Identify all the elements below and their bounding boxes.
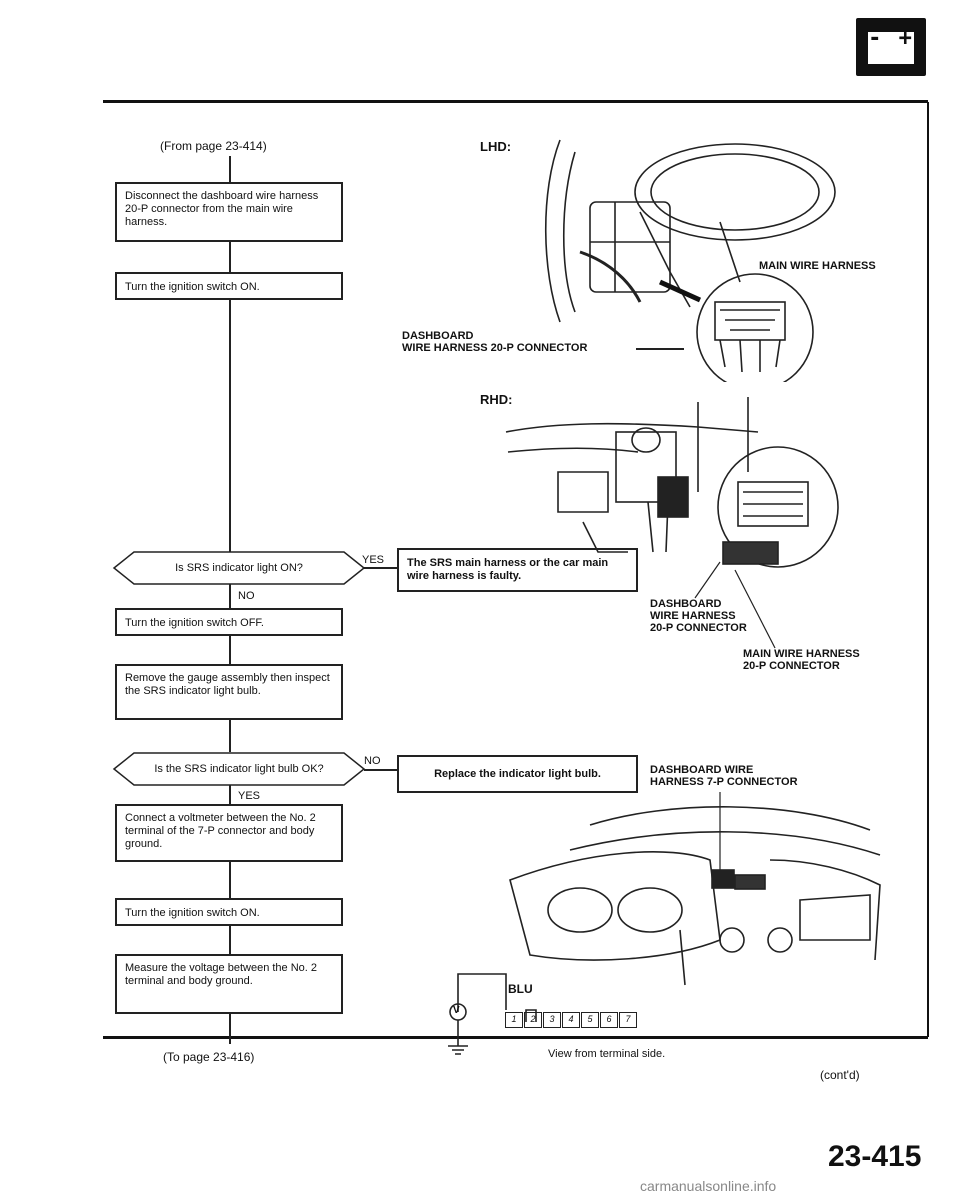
terminal-3: 3 [543,1012,561,1028]
step-ignition-on-2: Turn the ignition switch ON. [115,898,343,926]
continued-note: (cont'd) [820,1068,860,1082]
terminal-1: 1 [505,1012,523,1028]
rhd-dashboard-illustration [505,397,839,568]
voltmeter-wiring-diagram [448,973,537,1055]
decision-bulb-ok: Is the SRS indicator light bulb OK? [112,752,366,786]
flow-connector [229,156,231,182]
wire-color-label: BLU [508,982,533,996]
flow-connector [229,926,231,954]
terminal-6: 6 [600,1012,618,1028]
no-connector-2 [364,769,398,771]
step-connect-voltmeter: Connect a voltmeter between the No. 2 te… [115,804,343,862]
lhd-title: LHD: [480,139,512,154]
step-ignition-on-1: Turn the ignition switch ON. [115,272,343,300]
decision-srs-light-on-text: Is SRS indicator light ON? [175,562,303,574]
view-from-terminal-note: View from terminal side. [548,1048,666,1060]
yes-label-2: YES [238,790,261,802]
result-harness-faulty: The SRS main harness or the car main wir… [397,548,638,592]
bottom-rule [103,1036,928,1039]
flow-connector [229,584,231,608]
from-page-note: (From page 23-414) [160,139,267,153]
flow-connector [229,1014,231,1044]
rhd-dashboard-label-line2: WIRE HARNESS [650,610,736,622]
flow-connector [229,300,231,552]
step-measure-voltage: Measure the voltage between the No. 2 te… [115,954,343,1014]
meter-symbol: V [453,1005,460,1016]
rhd-dashboard-label-line3: 20-P CONNECTOR [650,622,747,634]
no-label-2: NO [364,755,381,767]
terminal-4: 4 [562,1012,580,1028]
decision-srs-light-on: Is SRS indicator light ON? [112,551,366,585]
to-page-note: (To page 23-416) [163,1050,255,1064]
terminal-7: 7 [619,1012,637,1028]
lhd-steering-column-illustration [544,139,836,382]
battery-icon-window [868,32,914,64]
right-rule [927,102,929,1037]
terminal-5: 5 [581,1012,599,1028]
yes-label-1: YES [362,554,385,566]
dash-7p-label-line1: DASHBOARD WIRE [650,764,754,776]
rhd-main-harness-label-line1: MAIN WIRE HARNESS [743,648,860,660]
flow-connector [229,242,231,272]
step-disconnect-connector: Disconnect the dashboard wire harness 20… [115,182,343,242]
dash-7p-label-line2: HARNESS 7-P CONNECTOR [650,776,798,788]
result-replace-bulb: Replace the indicator light bulb. [397,755,638,793]
rhd-dashboard-label-line1: DASHBOARD [650,598,722,610]
flow-connector [229,636,231,664]
yes-connector-1 [364,567,398,569]
rhd-leader-lines [694,561,776,649]
flow-connector [229,784,231,804]
step-ignition-off: Turn the ignition switch OFF. [115,608,343,636]
no-label-1: NO [238,590,255,602]
step-remove-gauge: Remove the gauge assembly then inspect t… [115,664,343,720]
flow-connector [229,862,231,898]
top-rule [103,100,928,103]
lhd-dashboard-label-line2: WIRE HARNESS 20-P CONNECTOR [402,342,588,354]
lhd-leader-line [636,348,684,350]
lhd-main-wire-harness-label: MAIN WIRE HARNESS [757,259,878,273]
decision-bulb-ok-text: Is the SRS indicator light bulb OK? [154,763,324,775]
watermark: carmanualsonline.info [640,1178,777,1194]
page-number: 23-415 [828,1140,922,1173]
rhd-main-harness-label-line2: 20-P CONNECTOR [743,660,840,672]
lhd-dashboard-label-line1: DASHBOARD [402,330,474,342]
flow-connector [229,720,231,752]
rhd-title: RHD: [480,392,513,407]
battery-glyph: - + [868,26,914,51]
gauge-cluster-illustration [509,792,881,986]
terminal-2: 2 [524,1012,542,1028]
